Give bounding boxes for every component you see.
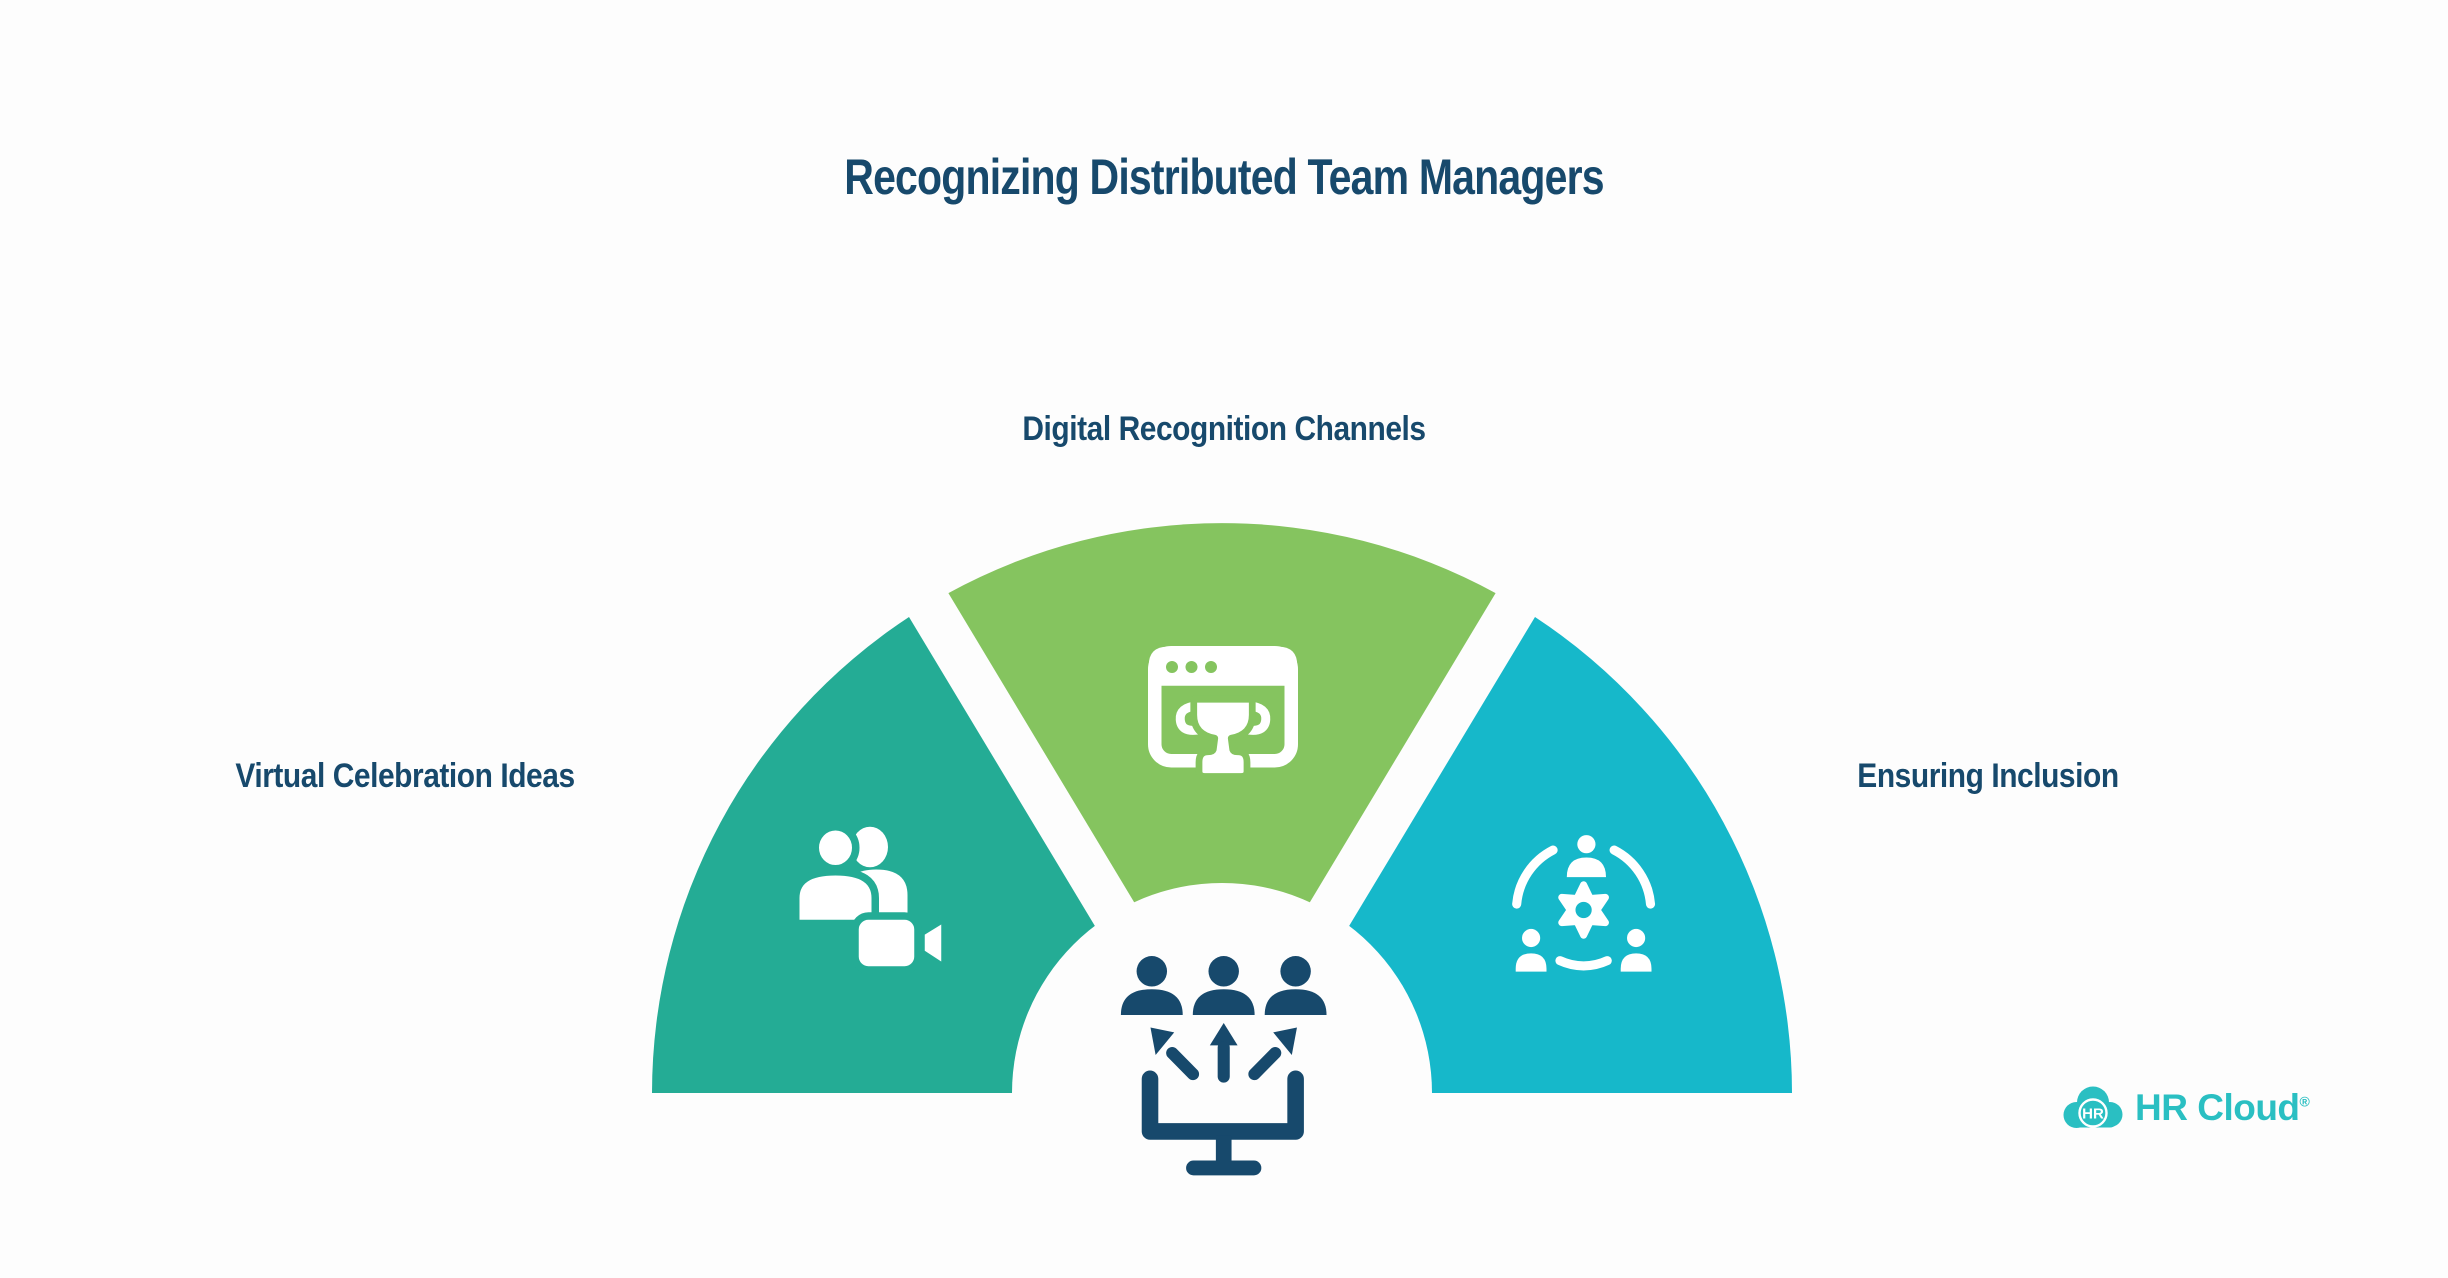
team-head [1280, 956, 1311, 987]
network-arc-right [1609, 845, 1656, 909]
registered-mark: ® [2299, 1093, 2310, 1110]
person-top-body [1566, 857, 1606, 878]
video-camera-lens [917, 916, 949, 970]
badge-text: HR [2082, 1106, 2104, 1123]
browser-dot [1185, 661, 1198, 673]
segment-label-virtual-celebration: Virtual Celebration Ideas [235, 757, 575, 795]
segment-ensuring-inclusion [1319, 617, 1792, 1093]
trophy-handle-right [1244, 701, 1271, 735]
screen-tray [1141, 1070, 1304, 1140]
person-front-body [792, 867, 879, 928]
trophy-handle-left [1175, 701, 1202, 735]
person-back-head [852, 826, 888, 868]
people-gear-network-icon [1512, 835, 1656, 972]
segment-label-digital-recognition: Digital Recognition Channels [1022, 410, 1426, 448]
person-top-head [1577, 835, 1596, 854]
trophy-cup [1190, 695, 1256, 780]
segment-virtual-celebration [652, 617, 1125, 1093]
video-camera-body [851, 912, 922, 974]
video-call-people-icon [792, 823, 949, 974]
team-body [1120, 989, 1183, 1015]
browser-dot [1166, 661, 1178, 673]
person-left-head [1522, 928, 1541, 948]
arrow-up-head [1209, 1023, 1238, 1046]
network-arc-bottom [1555, 956, 1612, 971]
segment-label-ensuring-inclusion: Ensuring Inclusion [1857, 757, 2119, 795]
hr-cloud-logo: HR HR Cloud® [2060, 1082, 2310, 1134]
arrow-right-head [1273, 1027, 1297, 1056]
badge-ring [2078, 1098, 2108, 1128]
arrow-left-head [1150, 1027, 1175, 1056]
browser-trophy-icon [1148, 646, 1298, 780]
arrow-right-shaft [1248, 1046, 1282, 1081]
team-head [1208, 956, 1239, 987]
browser-header [1148, 646, 1298, 686]
hr-cloud-badge-icon: HR [2063, 1086, 2123, 1128]
arrow-left-shaft [1166, 1046, 1200, 1081]
brand-text: HR Cloud [2135, 1087, 2300, 1128]
person-front-head [811, 823, 860, 873]
gear-hole [1575, 901, 1592, 919]
team-body [1192, 989, 1255, 1015]
screen-base [1186, 1160, 1262, 1176]
person-left-body [1515, 953, 1547, 972]
network-arc-left [1512, 845, 1558, 909]
person-right-head [1627, 928, 1646, 948]
team-body [1264, 989, 1327, 1015]
browser-dot [1205, 661, 1217, 673]
person-right-body [1620, 953, 1652, 972]
team-head [1136, 956, 1168, 987]
page-title: Recognizing Distributed Team Managers [844, 149, 1604, 205]
hr-cloud-wordmark: HR Cloud® [2135, 1087, 2310, 1129]
team-to-screen-icon [1120, 956, 1327, 1176]
